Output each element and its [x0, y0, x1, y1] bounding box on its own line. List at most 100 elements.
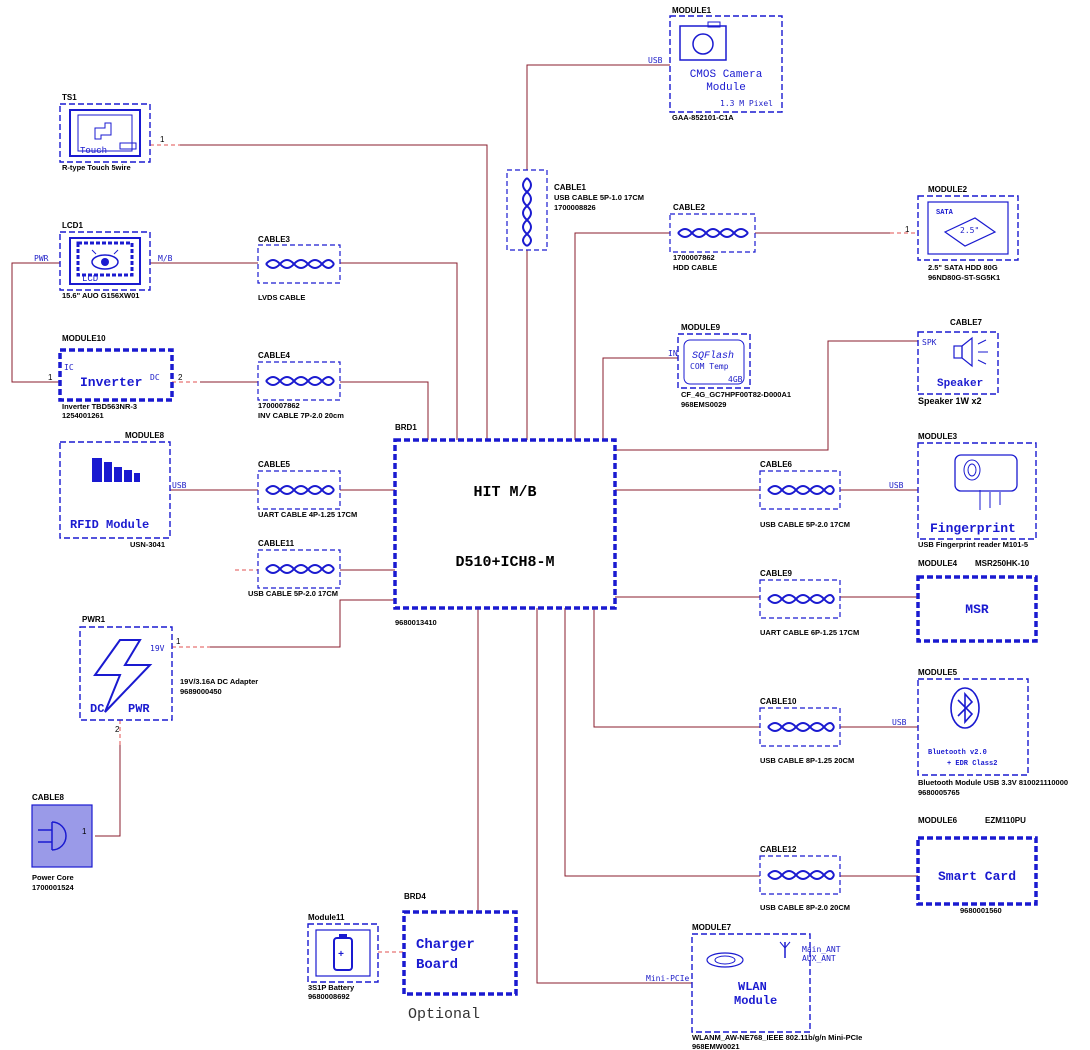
- module7-aux-ant: AUX_ANT: [802, 954, 836, 963]
- lightning-icon: [93, 639, 153, 713]
- pwr1-pin-bottom: 2: [115, 725, 120, 734]
- brd1-main-board: BRD1 HIT M/B D510+ICH8-M 9680013410: [393, 423, 617, 627]
- module5-ref: MODULE5: [918, 668, 958, 677]
- pwr1-title-left: DC: [90, 702, 104, 716]
- module6-desc: 9680001560: [960, 906, 1002, 915]
- cable2-desc1: 1700007862: [673, 253, 715, 262]
- module2-hdd: MODULE2 SATA 2.5" 1 2.5" SATA HDD 80G 96…: [905, 185, 1019, 282]
- module9-cap: 4GB: [728, 375, 743, 384]
- module7-mini-pcie-port: Mini-PCIe: [646, 974, 690, 983]
- speaker-icon: [953, 336, 988, 368]
- cable9-desc: UART CABLE 6P-1.25 17CM: [760, 628, 859, 637]
- module9-sqflash: MODULE9 SQFlash COM Temp 4GB IN CF_4G_GC…: [668, 323, 791, 409]
- module8-rfid: MODULE8 RFID Module USB USN-3041: [59, 431, 187, 549]
- svg-text:+: +: [338, 950, 344, 961]
- module8-ref: MODULE8: [125, 431, 165, 440]
- pwr1-19v-port: 19V: [150, 644, 165, 653]
- module3-title: Fingerprint: [930, 521, 1016, 536]
- antenna-icon: [706, 941, 791, 968]
- module7-line2: Module: [734, 994, 777, 1008]
- brd1-ref: BRD1: [395, 423, 417, 432]
- module5-desc1: Bluetooth Module USB 3.3V 810021110000: [918, 778, 1068, 787]
- cable3-desc: LVDS CABLE: [258, 293, 305, 302]
- lcd1-ref: LCD1: [62, 221, 83, 230]
- module4-model: MSR250HK-10: [975, 559, 1030, 568]
- module11-battery: Module11 + 3S1P Battery 9680008692: [307, 913, 379, 1001]
- module4-msr: MODULE4 MSR250HK-10 MSR: [916, 559, 1038, 643]
- module3-fingerprint: MODULE3 USB Fingerprint USB Fingerprint …: [889, 432, 1037, 549]
- brd1-line1: HIT M/B: [473, 484, 536, 501]
- module1-line2: Module: [706, 82, 746, 94]
- wires: [11, 64, 918, 984]
- module6-title: Smart Card: [938, 869, 1016, 884]
- module3-desc: USB Fingerprint reader M101-5: [918, 540, 1028, 549]
- module2-desc2: 96ND80G-ST-SG5K1: [928, 273, 1000, 282]
- cable7-ref: CABLE7: [950, 318, 983, 327]
- lcd1-desc: 15.6" AUO G156XW01: [62, 291, 139, 300]
- module10-title: Inverter: [80, 375, 142, 390]
- module9-in-port: IN: [668, 349, 678, 358]
- brd4-ref: BRD4: [404, 892, 426, 901]
- module8-title: RFID Module: [70, 518, 149, 532]
- module4-title: MSR: [965, 602, 989, 617]
- module1-desc: GAA-852101-C1A: [672, 113, 734, 122]
- module11-desc1: 3S1P Battery: [308, 983, 355, 992]
- module5-desc2: 9680005765: [918, 788, 960, 797]
- brd1-desc: 9680013410: [395, 618, 437, 627]
- brd4-charger-board: BRD4 Charger Board Optional: [402, 892, 518, 1023]
- module5-line2: + EDR Class2: [947, 760, 997, 768]
- cable6-desc: USB CABLE 5P-2.0 17CM: [760, 520, 850, 529]
- module2-label: SATA: [936, 209, 954, 217]
- pwr1-title-right: PWR: [128, 702, 150, 716]
- cable12-ref: CABLE12: [760, 845, 797, 854]
- cable3-lvds: CABLE3 LVDS CABLE: [257, 235, 341, 302]
- module8-usb-port: USB: [172, 481, 187, 490]
- ts1-pin: 1: [160, 135, 165, 144]
- cable9-uart: CABLE9 UART CABLE 6P-1.25 17CM: [759, 569, 859, 637]
- module3-usb-port: USB: [889, 481, 904, 490]
- brd4-line2: Board: [416, 957, 458, 973]
- module5-usb-port: USB: [892, 718, 907, 727]
- module4-ref: MODULE4: [918, 559, 958, 568]
- module7-ref: MODULE7: [692, 923, 732, 932]
- cable8-ref: CABLE8: [32, 793, 65, 802]
- cable8-desc2: 1700001524: [32, 883, 75, 892]
- lcd1-pwr-port: PWR: [34, 254, 49, 263]
- cable6-usb: CABLE6 USB CABLE 5P-2.0 17CM: [759, 460, 850, 529]
- lcd1-inner-label: LCD: [82, 274, 98, 284]
- pwr1-ref: PWR1: [82, 615, 106, 624]
- module10-ref: MODULE10: [62, 334, 106, 343]
- module2-ref: MODULE2: [928, 185, 968, 194]
- module9-title: SQFlash: [692, 350, 734, 362]
- cable8-power-core: CABLE8 1 Power Core 1700001524: [31, 793, 93, 892]
- cable1-desc2: 1700008826: [554, 203, 596, 212]
- module6-smart-card: MODULE6 Smart Card EZM110PU 9680001560: [916, 816, 1038, 915]
- module10-pin-left: 1: [48, 373, 53, 382]
- touch-panel-icon: [77, 114, 137, 152]
- cable5-ref: CABLE5: [258, 460, 291, 469]
- module1-usb-port: USB: [648, 56, 663, 65]
- fingerprint-icon: [954, 454, 1018, 510]
- cable8-desc1: Power Core: [32, 873, 74, 882]
- brd1-line2: D510+ICH8-M: [455, 554, 554, 571]
- ts1-ref: TS1: [62, 93, 77, 102]
- module9-desc1: CF_4G_GC7HPF00T82-D000A1: [681, 390, 791, 399]
- cable4-inv: CABLE4 1700007862 INV CABLE 7P-2.0 20cm: [257, 351, 344, 420]
- module11-desc2: 9680008692: [308, 992, 350, 1001]
- cable5-desc: UART CABLE 4P-1.25 17CM: [258, 510, 357, 519]
- module2-pin: 1: [905, 225, 910, 234]
- cable10-desc: USB CABLE 8P-1.25 20CM: [760, 756, 854, 765]
- monitor-eye-icon: [76, 241, 134, 277]
- cable6-ref: CABLE6: [760, 460, 793, 469]
- cable1-ref: CABLE1: [554, 183, 587, 192]
- module8-desc: USN-3041: [130, 540, 165, 549]
- bluetooth-icon: [950, 687, 980, 729]
- cable10-ref: CABLE10: [760, 697, 797, 706]
- ts1-inner-label: Touch: [80, 146, 107, 156]
- cable7-desc: Speaker 1W x2: [918, 396, 982, 406]
- module7-line1: WLAN: [738, 980, 767, 994]
- module11-ref: Module11: [308, 913, 345, 922]
- cable7-spk-port: SPK: [922, 338, 937, 347]
- battery-icon: +: [333, 934, 353, 971]
